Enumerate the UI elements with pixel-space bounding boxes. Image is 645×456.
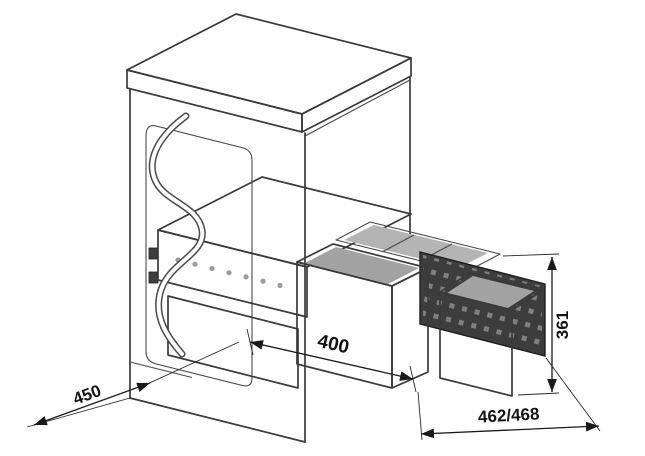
frame-mount-tab [148,247,159,260]
countertop-front-face [126,69,303,133]
waste-bin-right [439,272,543,397]
dimension-450: 450 [26,341,240,428]
frame-front-rail [157,229,308,318]
pullout-side-panel [419,251,546,357]
dimension-361: 361 [502,253,572,396]
cabinet-side-cutout [145,125,253,387]
dimension-label-361: 361 [553,311,572,339]
bin-right-opening [447,276,534,308]
dimension-label-462-468: 462/468 [478,404,540,426]
dimension-label-450: 450 [71,381,104,409]
dimension-label-400: 400 [315,331,351,359]
flexible-hose [148,112,206,358]
bin-left-opening [305,247,419,284]
waste-bin-left [296,243,429,389]
dimension-462-468: 462/468 [417,357,601,441]
cabinet-body [129,76,411,443]
frame-rail-holes [175,257,283,288]
bin-right-front [439,291,513,397]
pullout-frame [148,176,412,318]
countertop [126,13,412,133]
frame-mount-tab [148,271,159,284]
dimension-400: 400 [246,328,417,393]
bin-left-front [296,261,393,389]
countertop-side-face [301,57,412,133]
